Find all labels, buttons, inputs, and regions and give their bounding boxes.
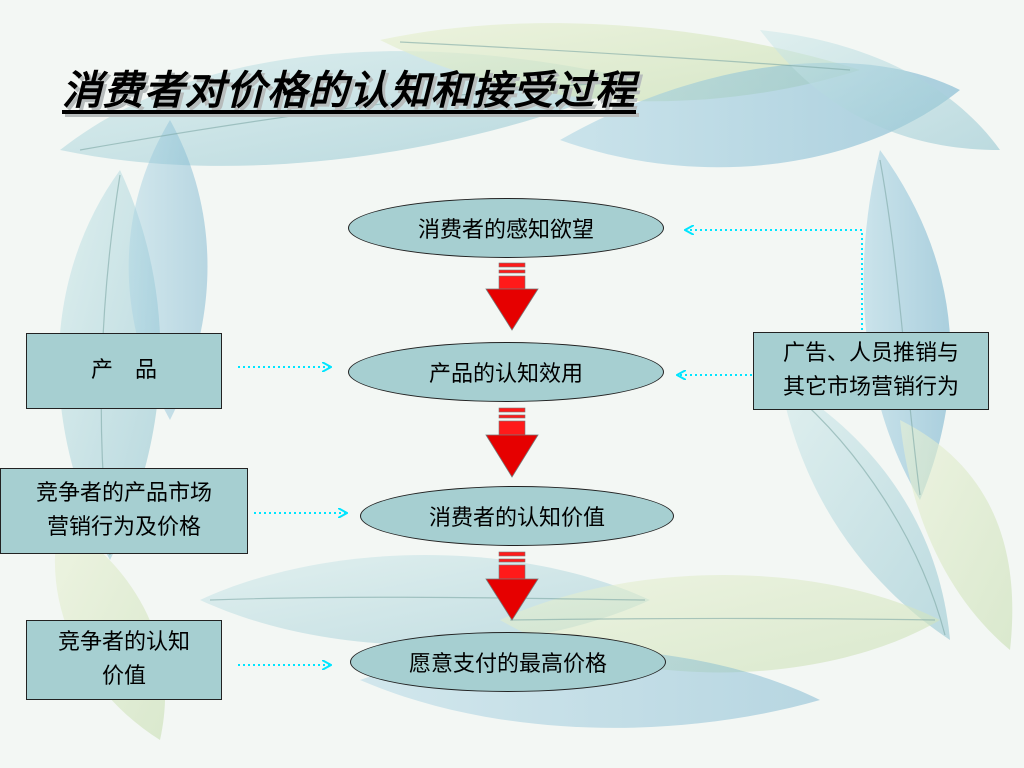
box-product: 产 品 <box>26 333 222 409</box>
box-marketing-line1: 广告、人员推销与 <box>782 341 959 366</box>
flow-arrow-1 <box>485 262 539 331</box>
box-competitor-behavior-line1: 竞争者的产品市场 <box>35 481 212 506</box>
flow-arrow-3 <box>485 551 539 621</box>
flow-arrow-2 <box>485 407 539 478</box>
page-title: 消费者对价格的认知和接受过程 <box>62 68 636 114</box>
box-competitor-behavior: 竞争者的产品市场 营销行为及价格 <box>0 468 248 554</box>
node-perceived-desire: 消费者的感知欲望 <box>348 198 664 258</box>
node-perceived-value: 消费者的认知价值 <box>360 486 674 546</box>
box-competitor-behavior-line2: 营销行为及价格 <box>46 515 201 540</box>
dotted-arrow-marketing-to-desire <box>686 230 863 330</box>
node-max-willing-price: 愿意支付的最高价格 <box>350 632 666 692</box>
node-perceived-utility: 产品的认知效用 <box>348 342 664 402</box>
box-marketing-line2: 其它市场营销行为 <box>782 375 959 400</box>
box-competitor-value: 竞争者的认知 价值 <box>26 620 222 700</box>
box-marketing-activities: 广告、人员推销与 其它市场营销行为 <box>753 332 989 410</box>
box-competitor-value-line2: 价值 <box>101 664 146 689</box>
box-product-label: 产 品 <box>90 358 157 383</box>
box-competitor-value-line1: 竞争者的认知 <box>57 630 190 655</box>
